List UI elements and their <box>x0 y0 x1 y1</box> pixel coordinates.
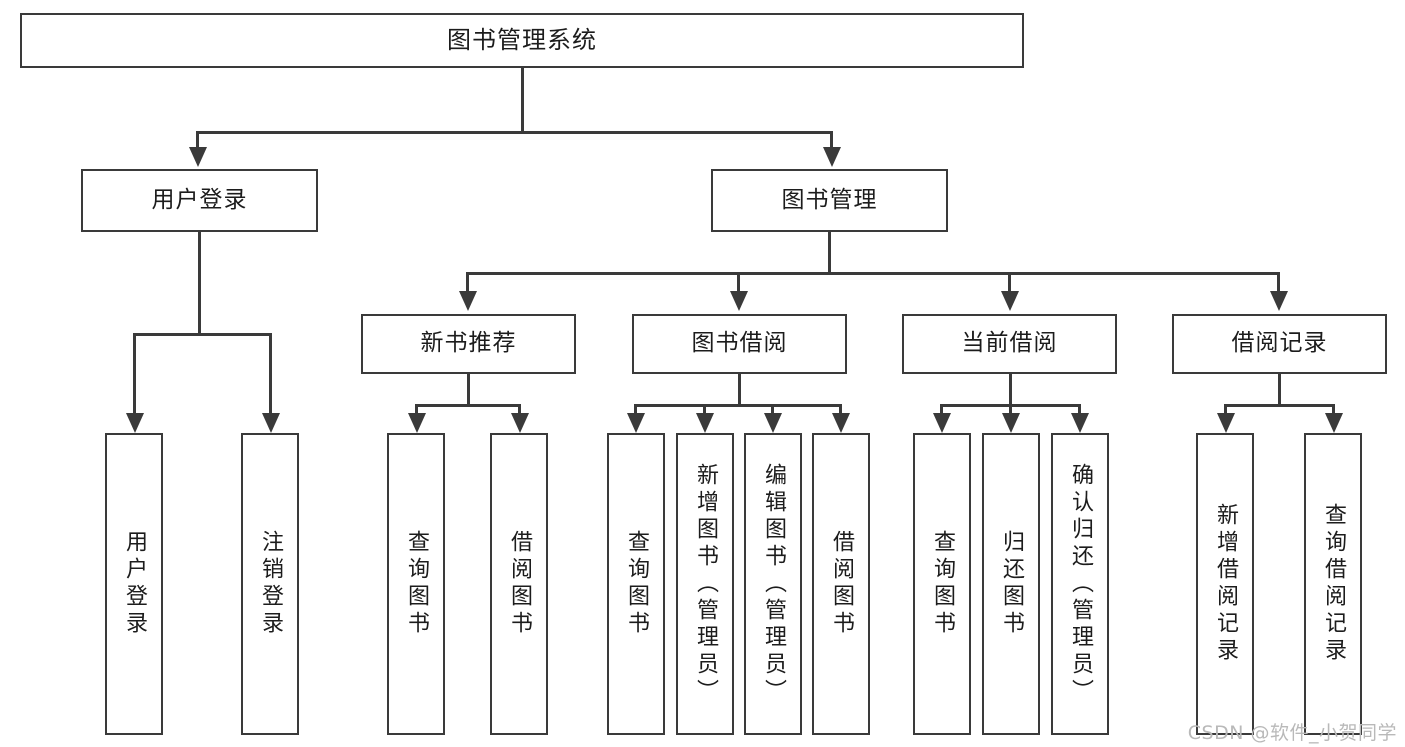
connector-cb-leaf-3 <box>1078 404 1081 416</box>
arrowhead-leaf-logout <box>262 413 280 433</box>
leaf-bb-query-book[interactable]: 查询图书 <box>607 433 665 735</box>
node-label: 图书借阅 <box>691 330 788 357</box>
connector-cb-leaf-1 <box>940 404 943 416</box>
connector-user-login-leaf-2 <box>269 333 272 416</box>
connector-borrow-record-stem <box>1278 374 1281 406</box>
node-label: 借阅记录 <box>1231 330 1328 357</box>
connector-user-login-bus <box>133 333 271 336</box>
node-label: 注销登录 <box>258 530 283 638</box>
connector-book-borrow-bus <box>634 404 841 407</box>
connector-book-borrow-stem <box>738 374 741 406</box>
leaf-br-add-record[interactable]: 新增借阅记录 <box>1196 433 1254 735</box>
leaf-bb-add-book-admin[interactable]: 新增图书（管理员） <box>676 433 734 735</box>
connector-bb-leaf-2 <box>703 404 706 416</box>
node-user-login[interactable]: 用户登录 <box>81 169 318 232</box>
leaf-user-login[interactable]: 用户登录 <box>105 433 163 735</box>
node-label: 确认归还（管理员） <box>1068 462 1093 706</box>
arrowhead-bb-leaf-2 <box>696 413 714 433</box>
connector-cb-leaf-2 <box>1009 404 1012 416</box>
leaf-cb-query-book[interactable]: 查询图书 <box>913 433 971 735</box>
arrowhead-br-leaf-2 <box>1325 413 1343 433</box>
connector-br-leaf-1 <box>1224 404 1227 416</box>
node-book-management[interactable]: 图书管理 <box>711 169 948 232</box>
leaf-nb-borrow-book[interactable]: 借阅图书 <box>490 433 548 735</box>
node-label: 查询图书 <box>930 530 955 638</box>
node-new-book-recommend[interactable]: 新书推荐 <box>361 314 576 374</box>
arrowhead-new-book <box>459 291 477 311</box>
connector-borrow-record-bus <box>1224 404 1334 407</box>
node-borrow-record[interactable]: 借阅记录 <box>1172 314 1387 374</box>
node-label: 图书管理系统 <box>447 26 597 55</box>
node-label: 编辑图书（管理员） <box>761 462 786 706</box>
connector-br-leaf-2 <box>1332 404 1335 416</box>
connector-new-book-bus <box>415 404 520 407</box>
arrowhead-leaf-user-login <box>126 413 144 433</box>
node-label: 用户登录 <box>151 186 248 213</box>
node-label: 借阅图书 <box>507 530 532 638</box>
node-label: 查询借阅记录 <box>1321 503 1346 665</box>
leaf-cb-return-book[interactable]: 归还图书 <box>982 433 1040 735</box>
leaf-nb-query-book[interactable]: 查询图书 <box>387 433 445 735</box>
node-label: 当前借阅 <box>961 330 1058 357</box>
connector-to-borrow-record <box>1277 272 1280 294</box>
arrowhead-borrow-record <box>1270 291 1288 311</box>
arrowhead-br-leaf-1 <box>1217 413 1235 433</box>
connector-book-management-stem <box>828 232 831 274</box>
leaf-cb-confirm-return-admin[interactable]: 确认归还（管理员） <box>1051 433 1109 735</box>
arrowhead-cb-leaf-1 <box>933 413 951 433</box>
connector-bb-leaf-4 <box>839 404 842 416</box>
node-book-borrow[interactable]: 图书借阅 <box>632 314 847 374</box>
connector-current-borrow-stem <box>1009 374 1012 406</box>
connector-new-book-leaf-1 <box>415 404 418 416</box>
arrowhead-current-borrow <box>1001 291 1019 311</box>
connector-root-stem <box>521 68 524 133</box>
arrowhead-book-borrow <box>730 291 748 311</box>
node-label: 查询图书 <box>624 530 649 638</box>
arrowhead-user-login <box>189 147 207 167</box>
arrowhead-bb-leaf-1 <box>627 413 645 433</box>
connector-user-login-stem <box>198 232 201 335</box>
connector-bb-leaf-3 <box>771 404 774 416</box>
arrowhead-nb-leaf-2 <box>511 413 529 433</box>
node-label: 归还图书 <box>999 530 1024 638</box>
connector-to-book-borrow <box>737 272 740 294</box>
leaf-br-query-record[interactable]: 查询借阅记录 <box>1304 433 1362 735</box>
node-label: 新书推荐 <box>420 330 517 357</box>
connector-new-book-stem <box>467 374 470 406</box>
connector-bb-leaf-1 <box>634 404 637 416</box>
node-label: 用户登录 <box>122 530 147 638</box>
node-label: 新增图书（管理员） <box>693 462 718 706</box>
connector-level3-bus <box>466 272 1278 275</box>
connector-new-book-leaf-2 <box>518 404 521 416</box>
arrowhead-nb-leaf-1 <box>408 413 426 433</box>
arrowhead-bb-leaf-3 <box>764 413 782 433</box>
arrowhead-cb-leaf-2 <box>1002 413 1020 433</box>
node-label: 查询图书 <box>404 530 429 638</box>
connector-root-to-user-login <box>196 131 199 151</box>
arrowhead-cb-leaf-3 <box>1071 413 1089 433</box>
node-label: 借阅图书 <box>829 530 854 638</box>
connector-to-current-borrow <box>1008 272 1011 294</box>
leaf-logout[interactable]: 注销登录 <box>241 433 299 735</box>
connector-root-to-book-management <box>830 131 833 151</box>
arrowhead-bb-leaf-4 <box>832 413 850 433</box>
connector-to-new-book <box>466 272 469 294</box>
watermark-csdn: CSDN @软件_小贺同学 <box>1187 722 1397 744</box>
node-current-borrow[interactable]: 当前借阅 <box>902 314 1117 374</box>
leaf-bb-edit-book-admin[interactable]: 编辑图书（管理员） <box>744 433 802 735</box>
arrowhead-book-management <box>823 147 841 167</box>
connector-root-bus <box>196 131 833 134</box>
leaf-bb-borrow-book[interactable]: 借阅图书 <box>812 433 870 735</box>
node-label: 图书管理 <box>781 186 878 213</box>
connector-user-login-leaf-1 <box>133 333 136 416</box>
node-root-book-management-system[interactable]: 图书管理系统 <box>20 13 1024 68</box>
node-label: 新增借阅记录 <box>1213 503 1238 665</box>
